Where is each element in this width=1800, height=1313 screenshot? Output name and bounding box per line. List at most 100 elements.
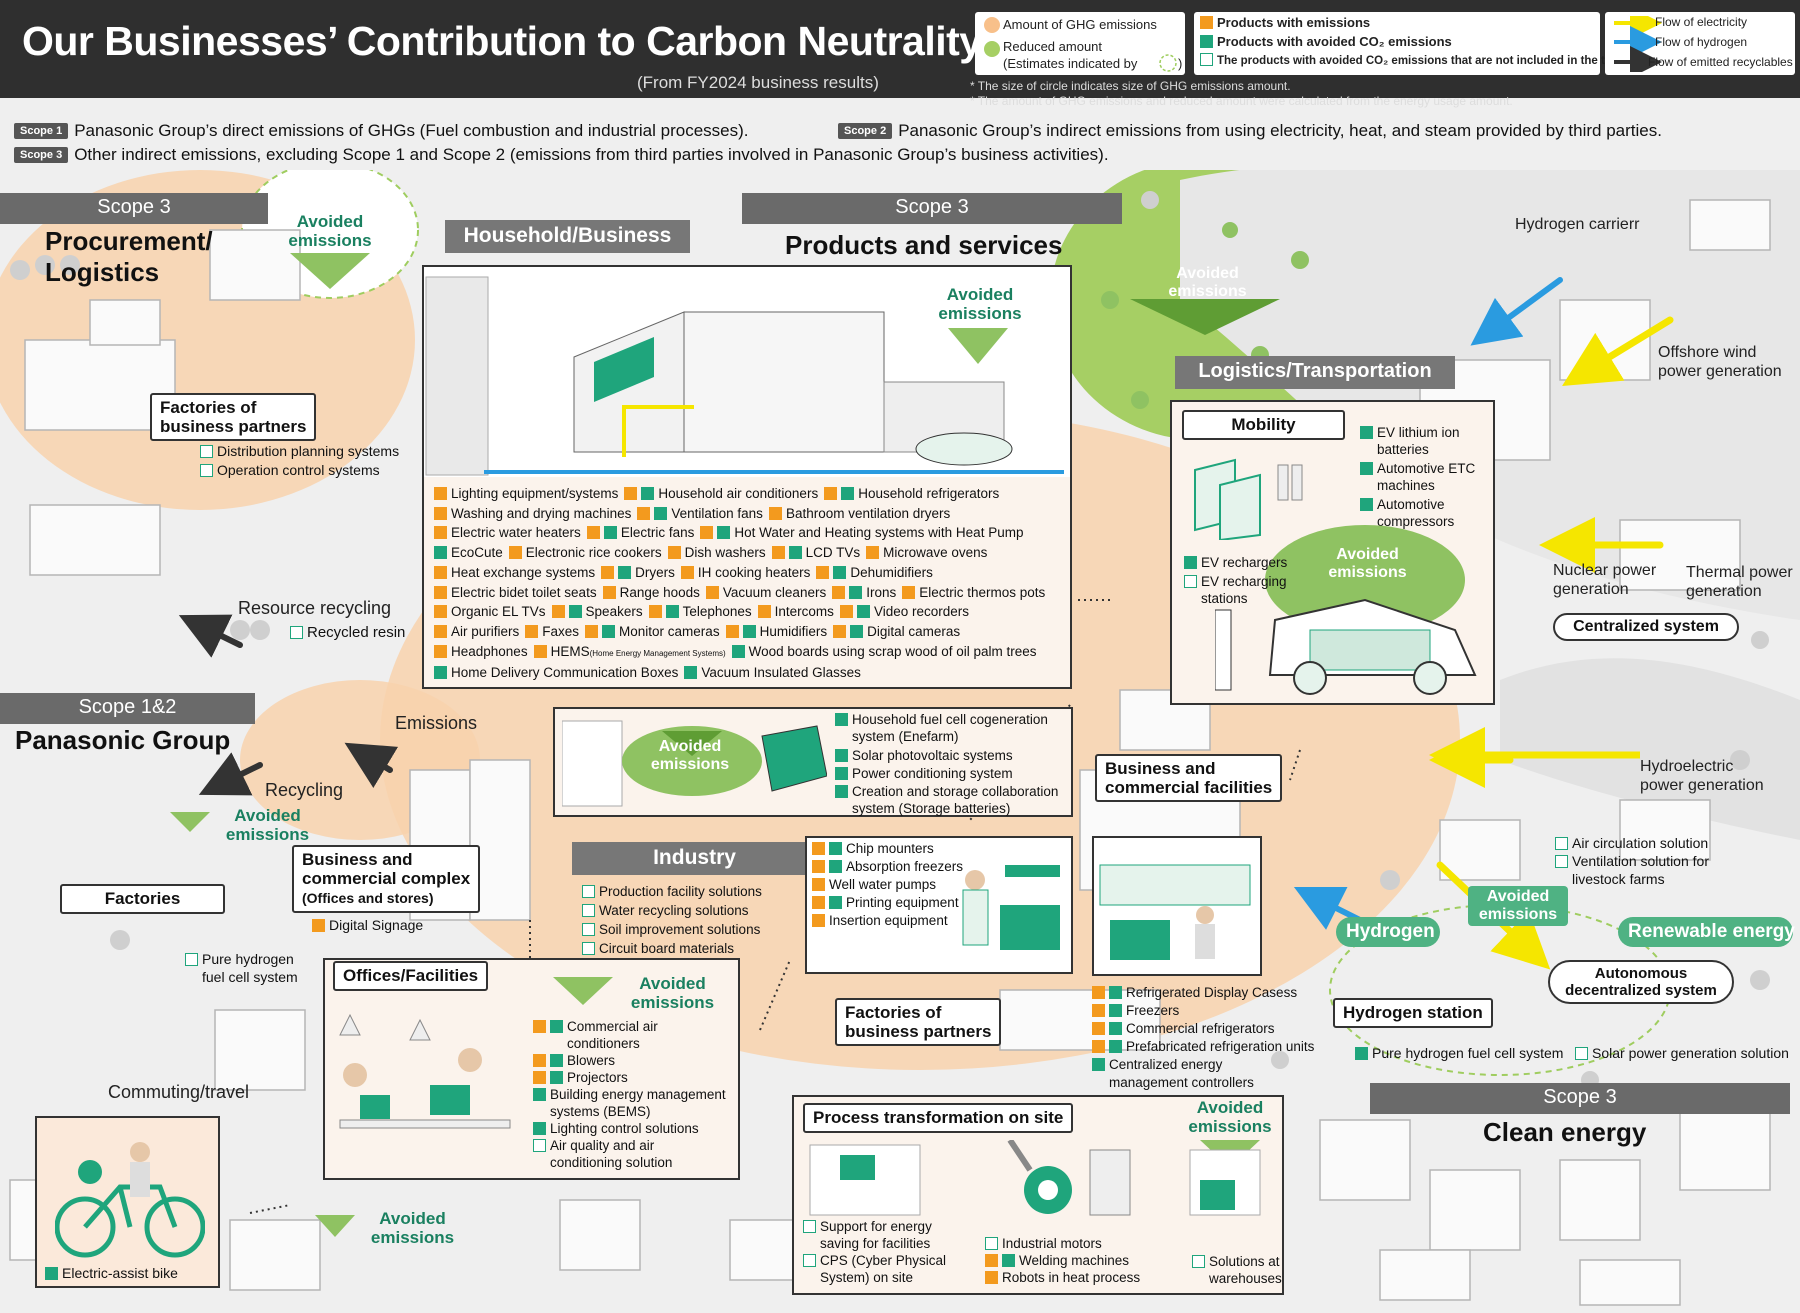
household-product-item: Home Delivery Communication Boxes [434, 665, 678, 680]
note-circle-size: * The size of circle indicates size of G… [970, 79, 1291, 93]
solar-solution-item: Solar power generation solution [1575, 1045, 1789, 1062]
avoided-arrow-icon [553, 977, 613, 1005]
household-product-item: Electric fans [586, 525, 694, 540]
hydrogen-station-label: Hydrogen station [1333, 998, 1493, 1028]
air-circulation-items: Air circulation solution Ventilation sol… [1555, 834, 1709, 888]
centralized-system-label: Centralized system [1553, 613, 1739, 641]
household-product-item: Electric bidet toilet seats [434, 585, 597, 600]
resource-recycling-label: Resource recycling [238, 598, 392, 618]
household-product-item: Electric water heaters [434, 525, 581, 540]
household-product-item: Hot Water and Heating systems with Heat … [700, 525, 1023, 540]
household-product-item: Organic EL TVs [434, 604, 546, 619]
legend-circles [975, 12, 1185, 75]
products-title: Products and services [785, 230, 1063, 260]
clean-scope-banner: Scope 3 [1370, 1083, 1790, 1114]
household-product-item: Speakers [551, 604, 643, 619]
offices-avoided: Avoided emissions [630, 974, 715, 1012]
process-left-items: Support for energy saving for facilities… [803, 1218, 946, 1286]
household-product-item: Dish washers [667, 545, 766, 560]
household-product-item: HEMS(Home Energy Management Systems) [533, 644, 726, 659]
process-title: Process transformation on site [803, 1103, 1074, 1133]
household-product-item: Heat exchange systems [434, 565, 595, 580]
machines-items: Chip mounters Absorption freezers Well w… [812, 840, 963, 930]
household-product-item: Household refrigerators [824, 486, 999, 501]
offices-card [323, 958, 740, 1180]
legend-flow-arrows [1614, 16, 1662, 72]
household-product-item: IH cooking heaters [680, 565, 810, 580]
household-product-item: Bathroom ventilation dryers [768, 506, 950, 521]
procurement-avoided: Avoided emissions [288, 212, 372, 250]
hydrogen-carrier-label: Hydrogen carrierr [1515, 216, 1640, 233]
legend-products [1194, 12, 1600, 75]
industry-items: Production facility solutions Water recy… [582, 882, 762, 958]
household-product-item: Microwave ovens [866, 545, 987, 560]
legend-products-emissions: Products with emissions [1200, 15, 1370, 30]
ev-car-illustration [1215, 525, 1477, 695]
household-product-item: Dryers [601, 565, 675, 580]
energy-avoided: Avoided emissions [650, 738, 730, 773]
household-row: Home Delivery Communication Boxes Vacuum … [434, 663, 1064, 683]
household-product-item: Telephones [648, 604, 752, 619]
digital-signage-item: Digital Signage [312, 917, 423, 934]
household-product-item: Digital cameras [833, 624, 960, 639]
household-product-item: Range hoods [602, 585, 700, 600]
household-banner: Household/Business [445, 220, 690, 253]
energy-item-power-conditioning: Power conditioning system [835, 765, 1013, 782]
household-product-item: Irons [832, 585, 896, 600]
battery-illustration [1194, 458, 1303, 540]
household-product-item: Vacuum Insulated Glasses [684, 665, 861, 680]
group-scope-banner: Scope 1&2 [0, 693, 255, 724]
household-product-item: Monitor cameras [585, 624, 720, 639]
legend-reduced-close: ) [1178, 56, 1183, 71]
legend-circle-icons [984, 17, 1000, 57]
household-product-item: EcoCute [434, 545, 503, 560]
household-product-item: Intercoms [757, 604, 834, 619]
household-product-item: Household air conditioners [624, 486, 818, 501]
household-row: Organic EL TVs Speakers Telephones Intercom… [434, 602, 1064, 622]
avoided-arrow-icon [290, 253, 370, 289]
recycling-label: Recycling [265, 780, 344, 800]
electric-bike-icon [55, 1142, 205, 1258]
products-scope-banner: Scope 3 [742, 193, 1122, 224]
legend-flow-hydrogen: Flow of hydrogen [1655, 35, 1748, 49]
supermarket-illustration [1099, 864, 1251, 960]
household-avoided: Avoided emissions [938, 285, 1022, 323]
procurement-scope-banner: Scope 3 [0, 193, 268, 224]
legend-reduced: Reduced amount [1003, 39, 1103, 54]
commuting-avoided: Avoided emissions [370, 1209, 455, 1247]
products-avoided: Avoided emissions [1168, 265, 1247, 300]
household-product-item: Video recorders [839, 604, 969, 619]
recycled-resin-item: Recycled resin [290, 624, 405, 641]
procurement-title-1: Procurement/ [45, 226, 213, 256]
avoided-arrow-icon [170, 812, 210, 832]
legend-reduced-estimates: (Estimates indicated by [1003, 56, 1138, 71]
clean-energy-title: Clean energy [1483, 1117, 1647, 1147]
outline-square-icon [1200, 53, 1213, 66]
renewable-energy-pill: Renewable energy [1618, 917, 1795, 947]
house-illustration [424, 267, 1070, 477]
enefarm-solar-illustration [562, 720, 827, 807]
group-avoided: Avoided emissions [225, 806, 310, 844]
page-title: Our Businesses’ Contribution to Carbon N… [22, 18, 982, 64]
process-mid-items: Industrial motors Welding machines Robot… [985, 1235, 1140, 1286]
legend-flow-recyclables: Flow of emitted recyclables [1648, 55, 1793, 69]
note-calculation: * The amount of GHG emissions and reduce… [970, 94, 1513, 108]
household-product-item: Air purifiers [434, 624, 519, 639]
household-product-item: Wood boards using scrap wood of oil palm… [731, 644, 1037, 659]
mobility-avoided: Avoided emissions [1328, 546, 1407, 581]
